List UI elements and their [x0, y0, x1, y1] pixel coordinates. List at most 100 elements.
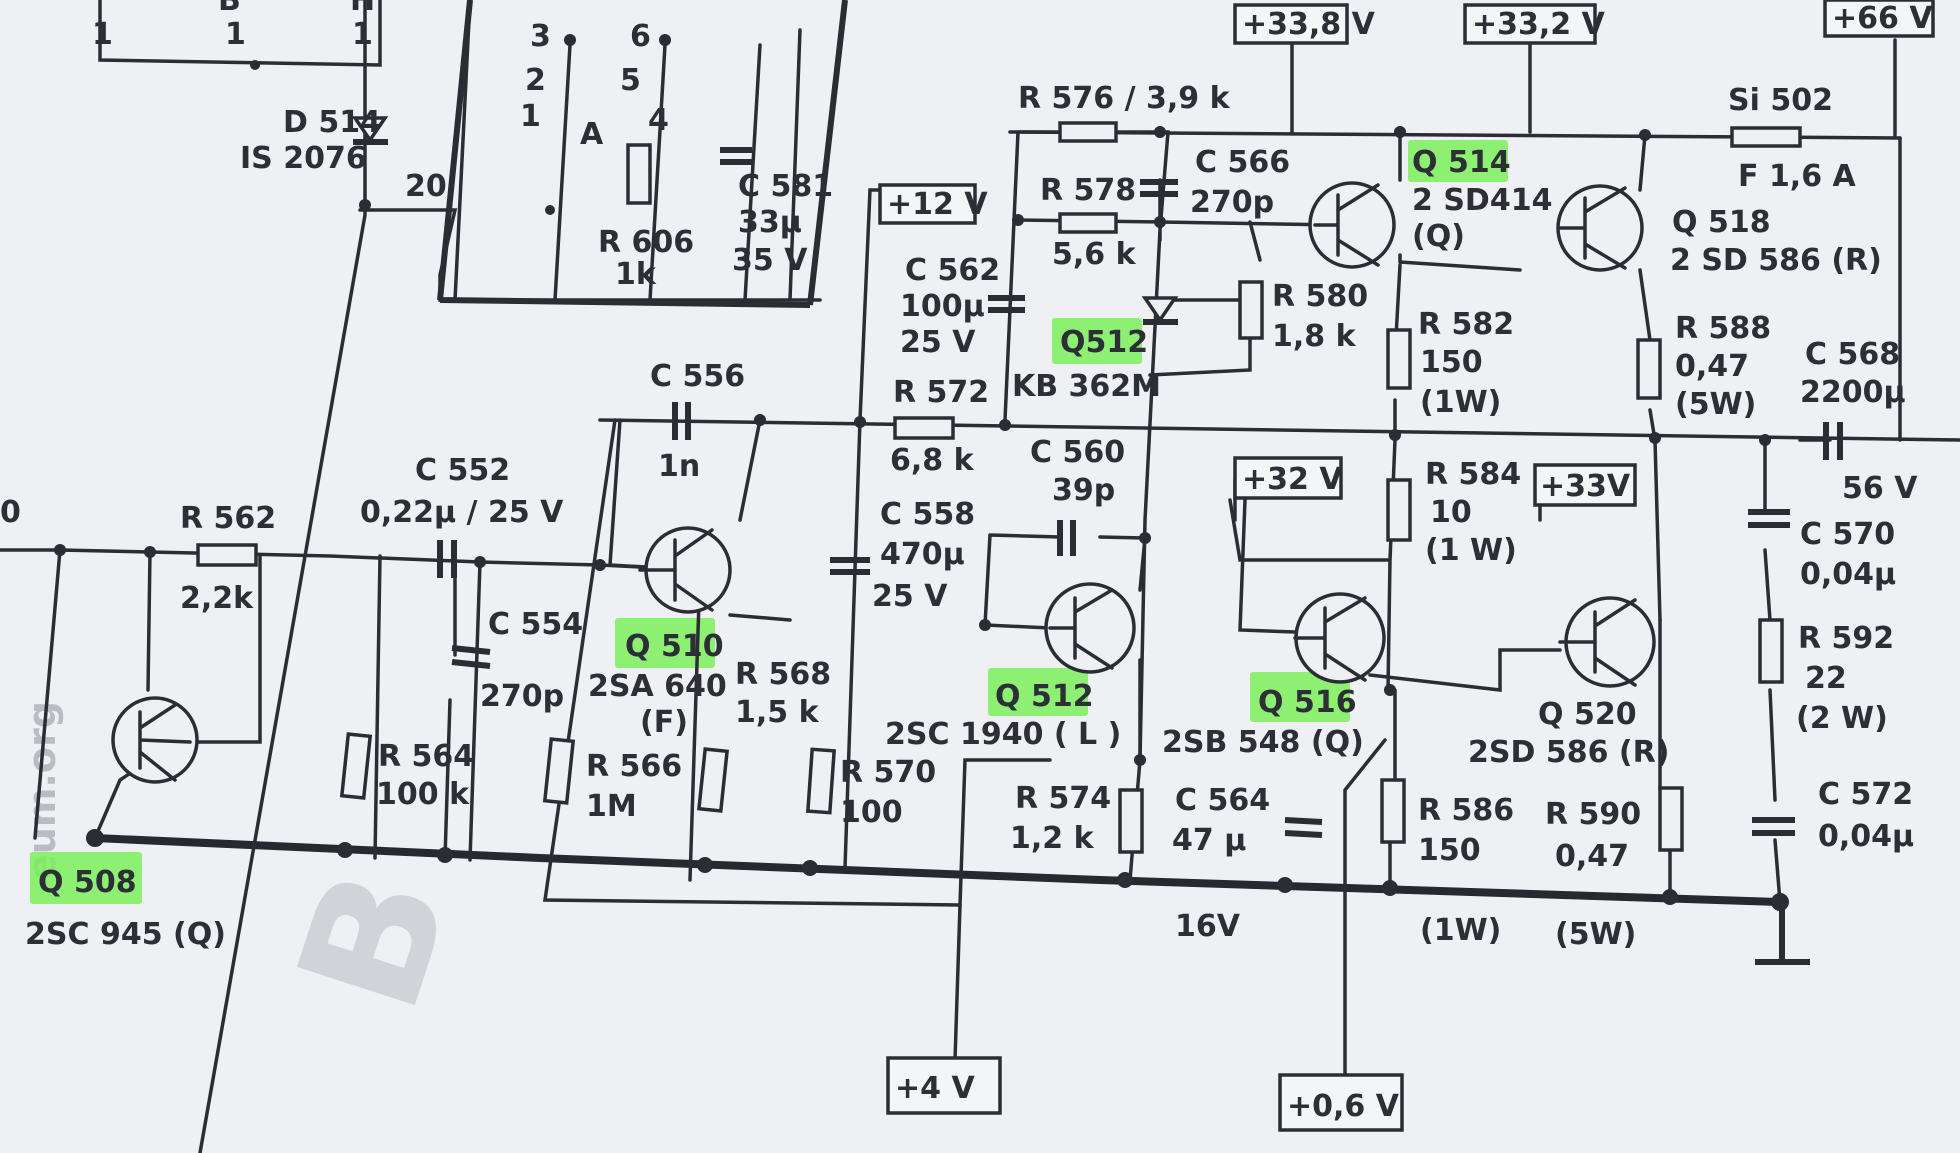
label-r574-val: 1,2 k	[1010, 821, 1095, 856]
label-c556: C 556	[650, 359, 745, 394]
resistors	[196, 121, 1784, 854]
label-r588-power: (5W)	[1675, 387, 1756, 422]
label-r592-power: (2 W)	[1796, 701, 1888, 736]
label-r574: R 574	[1015, 781, 1111, 816]
highlight-q512	[988, 668, 1088, 716]
q510-wiring	[542, 418, 1052, 907]
label-c572: C 572	[1818, 777, 1913, 812]
r564	[339, 732, 373, 800]
label-c564-volt: 16V	[1175, 909, 1241, 944]
c572	[1752, 817, 1795, 836]
label-r582: R 582	[1418, 307, 1514, 342]
switch-bus-top	[98, 0, 382, 67]
transistors	[111, 181, 1656, 784]
diodes-fuse	[351, 116, 1802, 325]
label-r592: R 592	[1798, 621, 1894, 656]
label-q510-type: 2SA 640	[588, 669, 727, 704]
rail-taps	[1290, 38, 1897, 137]
transistor-q514	[1308, 181, 1396, 269]
c556	[672, 402, 691, 440]
watermark-large-letter: B	[261, 848, 489, 1032]
label-c558-volt: 25 V	[872, 579, 948, 614]
label-c581-volt: 35 V	[732, 243, 808, 278]
label-r606: R 606	[598, 225, 694, 260]
label-c560-val: 39p	[1052, 473, 1115, 508]
label-r572-val: 6,8 k	[890, 443, 975, 478]
label-r582-power: (1W)	[1420, 385, 1501, 420]
label-pin-a: A	[580, 117, 604, 152]
label-r570-val: 100	[840, 795, 903, 830]
c564	[1284, 817, 1323, 838]
label-r564: R 564	[378, 739, 474, 774]
label-c556-val: 1n	[658, 449, 700, 484]
label-c562: C 562	[905, 253, 1000, 288]
name-q510: Q 510	[625, 629, 724, 664]
c566	[1140, 179, 1178, 197]
c570	[1748, 509, 1790, 528]
label-r584-power: (1 W)	[1425, 533, 1517, 568]
label-q508-type: 2SC 945 (Q)	[25, 917, 226, 952]
label-r586-val: 150	[1418, 833, 1481, 868]
highlight-markers	[30, 140, 1508, 904]
label-c562-val: 100μ	[900, 289, 985, 324]
label-r566-val: 1M	[586, 789, 637, 824]
label-r588-val: 0,47	[1675, 349, 1749, 384]
label-c552-val: 0,22μ / 25 V	[360, 495, 564, 530]
capacitors	[437, 147, 1843, 838]
rail-label-33-8v: +33,8 V	[1242, 7, 1376, 42]
output-bus	[598, 418, 1960, 442]
transistor-q516	[1293, 592, 1386, 684]
label-r576: R 576 / 3,9 k	[1018, 81, 1231, 116]
highlighted-names: Q 514 Q512 Q 510 Q 512 Q 516 Q 508	[38, 145, 1511, 900]
c552	[437, 540, 457, 578]
switch-block-outline	[437, 0, 848, 308]
label-r564-val: 100 k	[376, 777, 470, 812]
label-c568-volt: 56 V	[1842, 471, 1918, 506]
label-c568-val: 2200μ	[1800, 375, 1906, 410]
label-f16a: F 1,6 A	[1738, 159, 1857, 194]
rail-box-0-6v	[1278, 1073, 1404, 1132]
label-pin-5: 5	[620, 63, 641, 98]
r568	[697, 747, 729, 813]
label-q520-type: 2SD 586 (R)	[1468, 735, 1669, 770]
label-c566: C 566	[1195, 145, 1290, 180]
label-r568: R 568	[735, 657, 831, 692]
rail-box-4v	[886, 1056, 1002, 1115]
label-c564: C 564	[1175, 783, 1270, 818]
r572	[893, 416, 955, 440]
rail-label-4v: +4 V	[895, 1071, 975, 1106]
label-r580-val: 1,8 k	[1272, 319, 1357, 354]
label-r590-val: 0,47	[1555, 839, 1629, 874]
label-r590: R 590	[1545, 797, 1641, 832]
junction-dots	[54, 34, 1789, 911]
r570	[805, 747, 837, 815]
label-c554-val: 270p	[480, 679, 564, 714]
label-c570: C 570	[1800, 517, 1895, 552]
label-c581-val: 33μ	[738, 205, 802, 240]
name-q514: Q 514	[1412, 145, 1511, 180]
r566	[542, 737, 576, 805]
label-r584-val: 10	[1430, 495, 1472, 530]
r576	[1058, 121, 1118, 143]
label-pin-1a: 1	[92, 17, 113, 52]
label-r590-power: (5W)	[1555, 917, 1636, 952]
label-r606-val: 1k	[615, 257, 657, 292]
label-c558-val: 470μ	[880, 537, 965, 572]
label-pin-1: 1	[520, 99, 541, 134]
name-q512: Q 512	[995, 679, 1094, 714]
watermark-text: eum.org	[20, 701, 64, 880]
name-q516: Q 516	[1258, 685, 1357, 720]
probe-lines	[953, 738, 1387, 1082]
rail-label-texts: +33,8 V +33,2 V +66 V +12 V +32 V +33V +…	[887, 1, 1933, 1124]
c560	[1057, 520, 1076, 556]
label-c568: C 568	[1805, 337, 1900, 372]
label-si502: Si 502	[1728, 83, 1833, 118]
rail-label-12v: +12 V	[887, 187, 988, 222]
label-r592-val: 22	[1805, 661, 1847, 696]
q508-wiring	[33, 548, 262, 840]
label-r562-val: 2,2k	[180, 581, 254, 616]
label-c564-val: 47 μ	[1172, 823, 1246, 858]
rail-label-0-6v: +0,6 V	[1287, 1089, 1400, 1124]
highlight-q510	[615, 618, 715, 668]
label-r570: R 570	[840, 755, 936, 790]
